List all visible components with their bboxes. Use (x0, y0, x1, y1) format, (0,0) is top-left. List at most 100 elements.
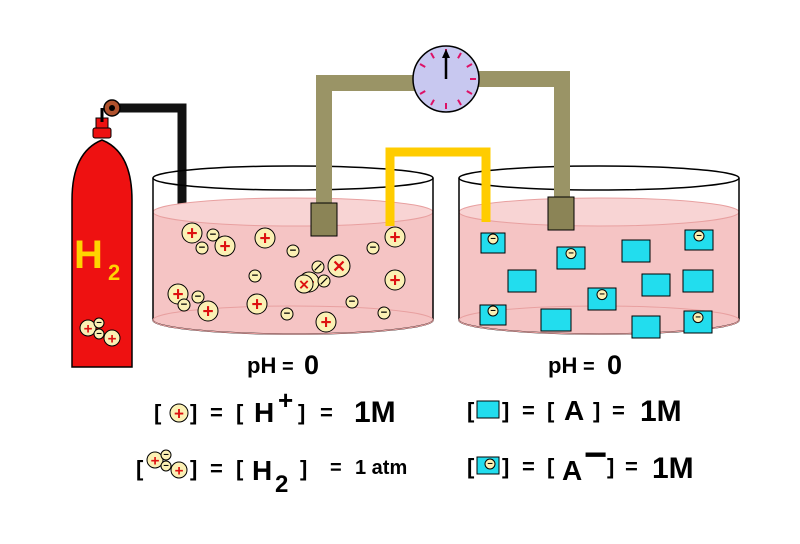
anion: − (480, 232, 506, 254)
voltmeter-ticks (419, 49, 476, 109)
hydrogen-ion: + (197, 300, 219, 323)
bracket-open: [ (547, 454, 555, 479)
plus-icon: + (175, 463, 184, 480)
concentration-value: 1M (652, 452, 694, 485)
equals-sign: = (210, 456, 223, 481)
legend-species-a: [ ] = [ A ] = 1M (467, 395, 682, 428)
plus-icon: + (389, 271, 400, 292)
bracket-close: ] (607, 454, 614, 479)
plus-icon: + (84, 321, 93, 338)
electron: − (345, 295, 359, 309)
electron: − (191, 290, 205, 304)
electron: − (248, 269, 262, 283)
left-ph-text: pH (247, 353, 276, 378)
bracket-open: [ (547, 398, 555, 423)
hydrogen-ion: + (79, 319, 97, 338)
hydrogen-ion: + (315, 311, 337, 334)
plus-icon: + (251, 295, 262, 316)
right-beaker-ions: −−−−−− (479, 229, 714, 339)
cross-icon: ✕ (332, 258, 346, 276)
species-a (621, 239, 651, 263)
anion-icon: − (476, 456, 500, 475)
electron (311, 260, 325, 274)
electron: − (280, 307, 294, 321)
species-a-icon (476, 400, 500, 419)
hydrogen-ion: + (103, 329, 121, 348)
species-a (641, 273, 671, 297)
minus-icon: − (195, 291, 202, 303)
equals-sign: = (210, 400, 223, 425)
electron: − (195, 241, 209, 255)
hydrogen-molecule: +−−+ (146, 449, 188, 480)
left-ph-value: 0 (304, 350, 319, 380)
hydrogen-ion: + (384, 269, 406, 292)
equals-sign: = (522, 454, 535, 479)
minus-icon: − (199, 242, 206, 254)
cylinder-hydrogen-molecules: +−−+ (79, 317, 121, 348)
plus-icon: + (186, 224, 197, 245)
hydrogen-ion: + (246, 293, 268, 316)
plus-icon: + (259, 229, 270, 250)
equals-sign: = (612, 398, 625, 423)
minus-icon: − (349, 296, 356, 308)
cylinder-valve-icon[interactable] (100, 99, 121, 122)
electron: − (286, 244, 300, 258)
species-a (540, 308, 572, 332)
minus-icon: − (695, 312, 701, 323)
electron: − (160, 449, 172, 461)
concentration-value: 1M (640, 395, 682, 428)
bracket-open: [ (467, 398, 475, 423)
minus-icon: − (696, 231, 702, 242)
bracket-close: ] (298, 400, 305, 425)
right-ph-value: 0 (607, 350, 622, 380)
bracket-close: ] (502, 398, 509, 423)
plus-icon: + (389, 228, 400, 249)
equals-sign: = (330, 457, 342, 479)
electron (317, 274, 331, 288)
electron: − (93, 317, 105, 329)
electron: − (377, 306, 391, 320)
concentration-value: 1M (354, 396, 396, 429)
hydrogen-ion-icon: + (169, 403, 189, 424)
bracket-open: [ (136, 456, 144, 481)
right-beaker (458, 165, 740, 335)
species-charge: − (584, 433, 607, 477)
electron: − (487, 233, 499, 245)
salt-bridge (385, 147, 491, 226)
anion: − (683, 310, 713, 334)
minus-icon: − (381, 307, 388, 319)
hydrogen-ion: + (170, 461, 188, 480)
anion: − (587, 287, 617, 311)
pressure-value: 1 atm (355, 457, 407, 479)
hydrogen-ion: + (254, 227, 276, 250)
bracket-close: ] (300, 456, 307, 481)
plus-icon: + (108, 331, 117, 348)
species-a (631, 315, 661, 339)
minus-icon: − (163, 461, 169, 472)
bracket-open: [ (236, 400, 244, 425)
hydrogen-ion: + (384, 226, 406, 249)
electron: − (565, 248, 577, 260)
electron: − (93, 328, 105, 340)
equals-sign: = (320, 400, 333, 425)
right-ph-equals: = (583, 356, 595, 378)
bracket-open: [ (467, 454, 475, 479)
cylinder-label: H (74, 233, 103, 277)
right-ph-text: pH (548, 353, 577, 378)
hydrogen-ion: + (169, 403, 189, 424)
reacting-ion: ✕ (294, 274, 314, 294)
species-symbol: A (562, 455, 582, 486)
plus-icon: + (219, 237, 230, 258)
minus-icon: − (96, 318, 102, 329)
species-charge: + (278, 385, 293, 415)
legend-hydrogen-ion: [ + ] = [ H + ] = 1M (154, 385, 396, 429)
voltmeter[interactable] (412, 45, 480, 113)
minus-icon: − (210, 229, 217, 241)
hydrogen-molecule: +−−+ (79, 317, 121, 348)
right-ph-label: pH = 0 (548, 350, 622, 380)
minus-icon: − (290, 245, 297, 257)
plus-icon: + (174, 405, 184, 424)
legend-species-a-anion: [ − ] = [ A − ] = 1M (467, 433, 694, 486)
minus-icon: − (163, 450, 169, 461)
anion: − (556, 246, 586, 270)
